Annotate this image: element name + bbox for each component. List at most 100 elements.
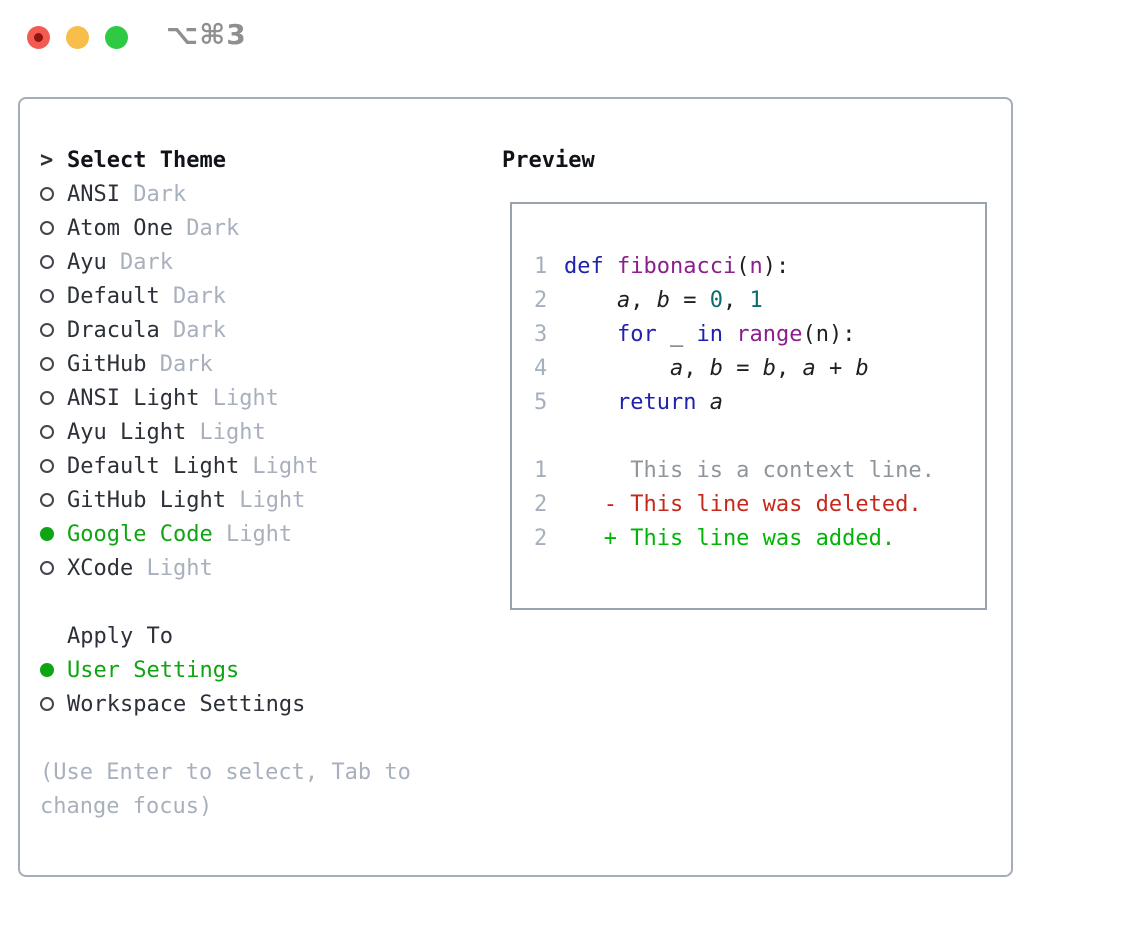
theme-option-label: Default bbox=[67, 283, 160, 309]
code-line: 3 for _ in range(n): bbox=[534, 317, 985, 351]
code-token bbox=[564, 356, 670, 381]
radio-selected-icon bbox=[40, 663, 54, 677]
code-token: = bbox=[722, 355, 763, 381]
spacer bbox=[40, 585, 411, 619]
code-line bbox=[534, 419, 985, 453]
theme-option-dracula[interactable]: Dracula Dark bbox=[40, 313, 411, 347]
theme-option-google-code[interactable]: Google Code Light bbox=[40, 517, 411, 551]
code-token: b bbox=[762, 355, 776, 381]
theme-option-ansi[interactable]: ANSI Dark bbox=[40, 177, 411, 211]
theme-option-label: Google Code bbox=[67, 521, 213, 547]
theme-option-label: ANSI bbox=[67, 181, 120, 207]
code-token: in bbox=[696, 321, 723, 347]
radio-unselected-icon bbox=[40, 357, 54, 371]
apply-option-user-settings[interactable]: User Settings bbox=[40, 653, 411, 687]
line-number: 5 bbox=[534, 389, 548, 415]
theme-option-xcode[interactable]: XCode Light bbox=[40, 551, 411, 585]
apply-option-workspace-settings[interactable]: Workspace Settings bbox=[40, 687, 411, 721]
focus-caret-icon: > bbox=[40, 147, 54, 173]
code-token: , bbox=[630, 287, 657, 313]
code-token: , bbox=[722, 287, 750, 313]
radio-unselected-icon bbox=[40, 561, 54, 575]
radio-unselected-icon bbox=[40, 289, 54, 303]
theme-variant-label: Light bbox=[186, 419, 266, 445]
code-token: 1 bbox=[749, 287, 763, 313]
theme-variant-label: Dark bbox=[159, 317, 226, 343]
code-token: a bbox=[616, 287, 631, 313]
code-token: (n): bbox=[802, 321, 856, 347]
preview-title: Preview bbox=[502, 147, 595, 173]
line-number: 3 bbox=[534, 321, 548, 347]
theme-option-ayu-light[interactable]: Ayu Light Light bbox=[40, 415, 411, 449]
code-text: This is a context line. bbox=[564, 458, 935, 483]
spacer bbox=[40, 721, 411, 755]
code-line: 2 + This line was added. bbox=[534, 521, 985, 555]
select-theme-header: > Select Theme bbox=[40, 143, 411, 177]
radio-unselected-icon bbox=[40, 187, 54, 201]
line-number: 4 bbox=[534, 355, 548, 381]
hint-line-2: change focus) bbox=[40, 793, 213, 819]
hint-line-1: (Use Enter to select, Tab to bbox=[40, 759, 411, 785]
radio-cell bbox=[40, 493, 67, 507]
radio-cell bbox=[40, 255, 67, 269]
theme-option-default[interactable]: Default Dark bbox=[40, 279, 411, 313]
code-text: return a bbox=[564, 390, 723, 415]
code-token: a bbox=[669, 355, 684, 381]
code-text: a, b = 0, 1 bbox=[564, 288, 763, 313]
radio-unselected-icon bbox=[40, 323, 54, 337]
line-number: 1 bbox=[534, 457, 548, 483]
line-number: 2 bbox=[534, 525, 548, 551]
code-token bbox=[564, 390, 617, 415]
close-button[interactable] bbox=[27, 26, 50, 49]
zoom-button[interactable] bbox=[105, 26, 128, 49]
code-token: + bbox=[815, 355, 856, 381]
code-token: , bbox=[683, 355, 710, 381]
theme-variant-label: Dark bbox=[119, 181, 187, 207]
theme-option-label: Dracula bbox=[67, 317, 160, 343]
code-token: , bbox=[775, 355, 803, 381]
titlebar: ⌥⌘3 bbox=[0, 0, 1140, 72]
theme-variant-label: Dark bbox=[146, 351, 213, 377]
radio-unselected-icon bbox=[40, 221, 54, 235]
theme-option-atom-one[interactable]: Atom One Dark bbox=[40, 211, 411, 245]
theme-option-ansi-light[interactable]: ANSI Light Light bbox=[40, 381, 411, 415]
radio-cell bbox=[40, 289, 67, 303]
minimize-button[interactable] bbox=[66, 26, 89, 49]
theme-option-github-light[interactable]: GitHub Light Light bbox=[40, 483, 411, 517]
theme-variant-label: Light bbox=[225, 487, 306, 513]
code-token bbox=[564, 288, 617, 313]
theme-option-label: Ayu Light bbox=[67, 419, 187, 445]
theme-variant-label: Dark bbox=[159, 283, 226, 309]
line-number: 2 bbox=[534, 491, 548, 517]
code-token bbox=[696, 390, 709, 415]
theme-variant-label: Light bbox=[239, 453, 319, 479]
radio-unselected-icon bbox=[40, 255, 54, 269]
radio-cell bbox=[40, 561, 67, 575]
theme-variant-label: Dark bbox=[172, 215, 240, 241]
apply-option-label: Workspace Settings bbox=[67, 691, 306, 717]
code-token: a bbox=[802, 355, 816, 381]
radio-cell bbox=[40, 459, 67, 473]
theme-option-github[interactable]: GitHub Dark bbox=[40, 347, 411, 381]
code-text: a, b = b, a + b bbox=[564, 356, 869, 381]
code-token: = bbox=[669, 287, 710, 313]
code-token bbox=[604, 254, 617, 279]
line-number: 2 bbox=[534, 287, 548, 313]
theme-option-label: GitHub Light bbox=[67, 487, 226, 513]
code-token bbox=[564, 322, 617, 347]
code-token: range bbox=[736, 321, 803, 347]
code-token: fibonacci bbox=[617, 253, 737, 279]
code-token: for bbox=[616, 321, 657, 347]
theme-option-ayu[interactable]: Ayu Dark bbox=[40, 245, 411, 279]
theme-option-default-light[interactable]: Default Light Light bbox=[40, 449, 411, 483]
code-token: ): bbox=[762, 253, 790, 279]
theme-option-label: XCode bbox=[67, 555, 134, 581]
radio-selected-icon bbox=[40, 527, 54, 541]
theme-variant-label: Light bbox=[199, 385, 279, 411]
theme-variant-label: Light bbox=[212, 521, 293, 547]
radio-cell bbox=[40, 697, 67, 711]
code-line: 2 a, b = 0, 1 bbox=[534, 283, 985, 317]
radio-unselected-icon bbox=[40, 697, 54, 711]
code-token: + This line was added. bbox=[564, 525, 896, 551]
